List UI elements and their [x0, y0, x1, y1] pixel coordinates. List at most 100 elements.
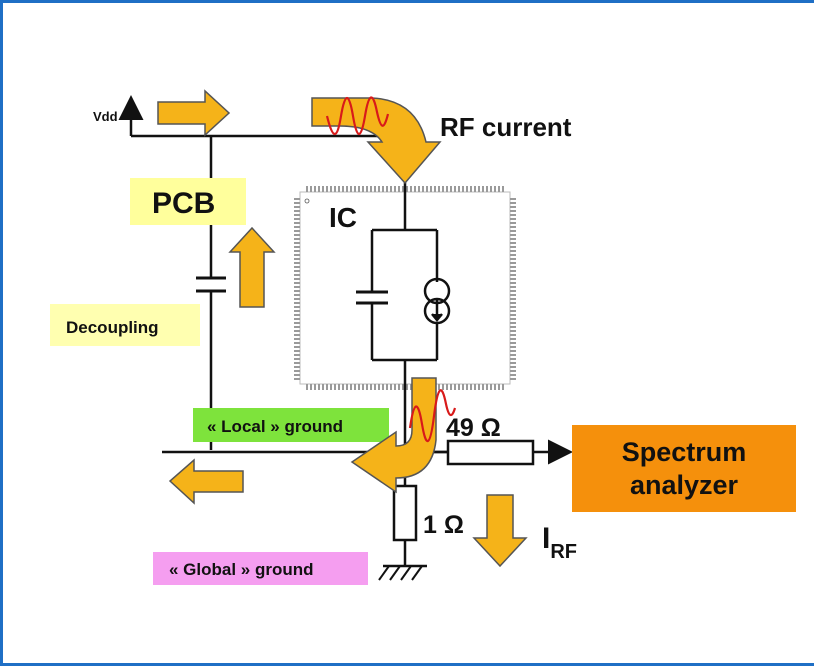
- resistor-1-ohm: [392, 484, 418, 542]
- ic-pin: [510, 214, 516, 216]
- spectrum-label-line2: analyzer: [630, 470, 739, 500]
- ic-pin: [510, 266, 516, 268]
- ic-pin: [358, 384, 360, 390]
- ic-pin: [402, 384, 404, 390]
- ic-pin: [510, 338, 516, 340]
- arrow-left-ground: [168, 458, 244, 505]
- ic-pin: [510, 326, 516, 328]
- ic-pin: [510, 238, 516, 240]
- ic-pin: [510, 246, 516, 248]
- ic-pin: [314, 186, 316, 192]
- ic-pin: [510, 226, 516, 228]
- ic-pin: [294, 330, 300, 332]
- ic-pin: [382, 384, 384, 390]
- ic-pin: [406, 186, 408, 192]
- ic-pin: [510, 322, 516, 324]
- ic-pin: [510, 290, 516, 292]
- ic-pin: [334, 384, 336, 390]
- ic-pin: [406, 384, 408, 390]
- ic-pin: [426, 186, 428, 192]
- ic-pin: [490, 186, 492, 192]
- ic-pin: [510, 362, 516, 364]
- ic-pin: [294, 198, 300, 200]
- ic-pin: [510, 378, 516, 380]
- ic-pin: [386, 384, 388, 390]
- ic-pin: [346, 186, 348, 192]
- ic-pin: [434, 186, 436, 192]
- ic-pin: [510, 270, 516, 272]
- ic-pin: [294, 314, 300, 316]
- spectrum-analyzer-box: [572, 425, 796, 512]
- ic-pin: [294, 338, 300, 340]
- ic-pin: [294, 350, 300, 352]
- ic-pin: [470, 186, 472, 192]
- global-ground-label: « Global » ground: [169, 560, 314, 579]
- ic-pin: [294, 374, 300, 376]
- ic-pin: [294, 238, 300, 240]
- ic-pin: [294, 266, 300, 268]
- ic-pin: [378, 186, 380, 192]
- rf-wave-bottom: [408, 389, 457, 443]
- rf-wave-icons: [325, 96, 457, 443]
- ic-pin: [294, 214, 300, 216]
- ic-pin: [510, 274, 516, 276]
- ic-pins-right: [510, 198, 516, 380]
- ic-pin: [510, 198, 516, 200]
- ic-pin: [322, 186, 324, 192]
- ic-pin: [510, 342, 516, 344]
- ic-pin: [430, 186, 432, 192]
- ic-pin: [478, 186, 480, 192]
- ic-pins-left: [294, 198, 300, 380]
- ic-pin: [294, 302, 300, 304]
- ic-pin: [454, 186, 456, 192]
- ic-pin: [486, 186, 488, 192]
- ic-pin: [306, 186, 308, 192]
- ic-pin: [510, 262, 516, 264]
- resistor-49-ohm: [446, 439, 535, 466]
- ic-pin: [410, 384, 412, 390]
- ic-pin: [294, 274, 300, 276]
- ic-pin: [450, 384, 452, 390]
- ic-pin: [510, 350, 516, 352]
- arrow-down-irf: [472, 494, 528, 568]
- ic-pin: [310, 186, 312, 192]
- ic-pin: [366, 186, 368, 192]
- ic-pin: [454, 384, 456, 390]
- arrow-up-decoupling: [228, 226, 276, 308]
- spectrum-label-line1: Spectrum: [622, 437, 747, 467]
- ic-pin: [510, 294, 516, 296]
- ic-pin: [494, 384, 496, 390]
- ic-pin: [510, 230, 516, 232]
- ic-pin: [294, 378, 300, 380]
- ic-pin: [294, 298, 300, 300]
- ic-pin: [510, 366, 516, 368]
- ic-pin: [294, 294, 300, 296]
- ic-pin: [294, 326, 300, 328]
- ic-pin: [386, 186, 388, 192]
- ic-capacitor: [356, 290, 388, 305]
- ic-pin: [466, 384, 468, 390]
- ic-pin: [354, 384, 356, 390]
- arrow-rf-current: [311, 97, 442, 185]
- ic-pin: [510, 210, 516, 212]
- ic-pin: [294, 202, 300, 204]
- ic-pin: [482, 384, 484, 390]
- ic-pin: [338, 186, 340, 192]
- vdd-label: Vdd: [93, 109, 118, 124]
- ic-pin: [442, 186, 444, 192]
- ic-pin: [510, 358, 516, 360]
- ic-pin: [326, 186, 328, 192]
- ic-pin: [482, 186, 484, 192]
- ic-pin: [510, 278, 516, 280]
- ic-label: IC: [329, 202, 357, 233]
- decoupling-label: Decoupling: [66, 318, 159, 337]
- ic-pin: [510, 282, 516, 284]
- ic-pin: [414, 186, 416, 192]
- ic-pins-top: [306, 186, 504, 192]
- irf-label: IRF: [542, 522, 577, 563]
- ic-pin: [502, 186, 504, 192]
- ic-pin: [294, 218, 300, 220]
- arrow-right-vdd: [157, 89, 231, 137]
- ic-pin: [330, 186, 332, 192]
